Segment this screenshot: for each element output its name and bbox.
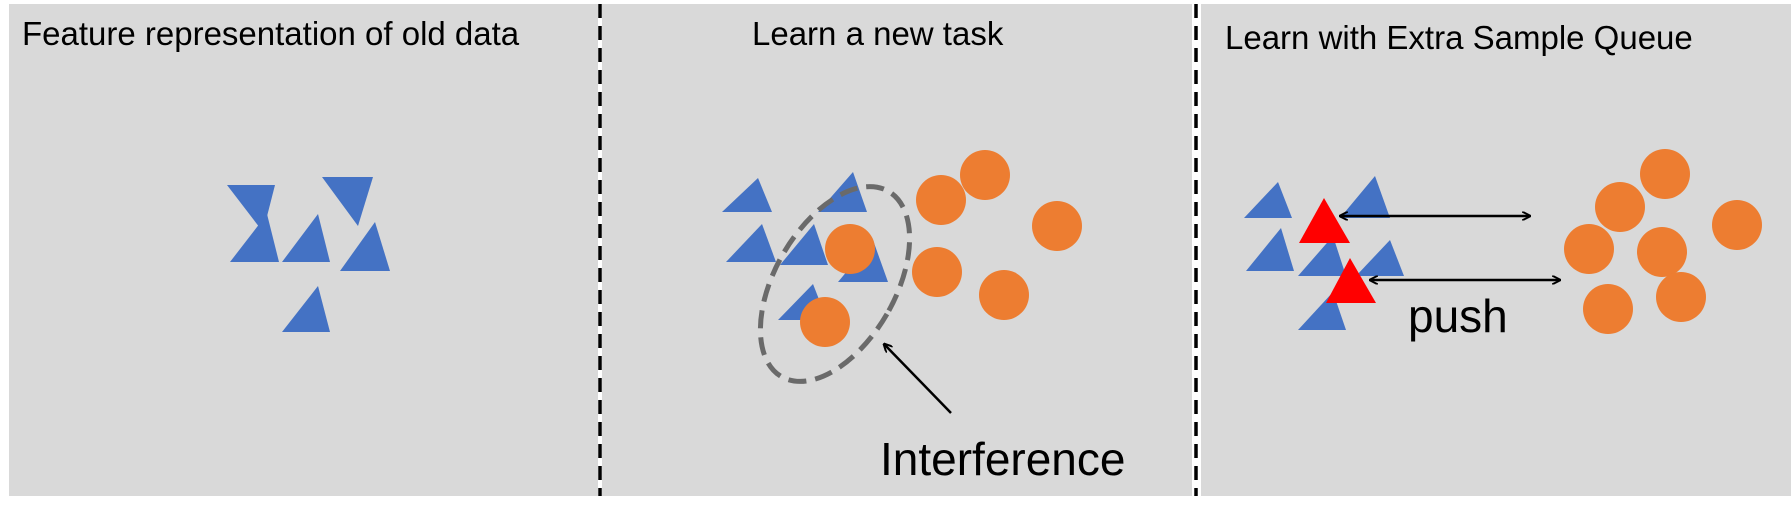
new-class-circle	[979, 270, 1029, 320]
old-class-triangle	[1356, 240, 1404, 276]
panel-1-title: Feature representation of old data	[22, 15, 520, 52]
old-class-triangle	[780, 224, 828, 265]
old-class-triangle	[282, 214, 330, 262]
panel-3-old-class-cluster	[1244, 176, 1404, 330]
old-class-triangle	[282, 286, 330, 332]
new-class-circle	[1640, 149, 1690, 199]
queue-sample-triangle	[1326, 258, 1376, 303]
new-class-circle	[912, 247, 962, 297]
old-class-triangle	[322, 177, 373, 226]
old-class-triangle	[1244, 182, 1292, 218]
new-class-circle	[825, 224, 875, 274]
new-class-circle	[1032, 201, 1082, 251]
new-class-circle	[1656, 272, 1706, 322]
interference-arrow	[884, 344, 952, 414]
old-class-triangle	[1340, 176, 1390, 218]
panel-2-background	[602, 4, 1192, 496]
old-class-triangle	[1246, 228, 1294, 271]
old-class-triangle	[340, 222, 390, 271]
queue-sample-triangle	[1299, 198, 1350, 243]
old-class-triangle	[726, 224, 776, 262]
panel-3-queue-samples	[1299, 198, 1376, 303]
new-class-circle	[1637, 227, 1687, 277]
panel-2-title: Learn a new task	[752, 15, 1004, 52]
panel-3-title: Learn with Extra Sample Queue	[1225, 19, 1693, 56]
push-label: push	[1408, 290, 1508, 342]
old-class-triangle	[1298, 236, 1346, 276]
new-class-circle	[1595, 182, 1645, 232]
new-class-circle	[1583, 284, 1633, 334]
panel-3-background	[1201, 4, 1791, 496]
panel-2-new-class-cluster	[800, 150, 1082, 347]
interference-label: Interference	[880, 433, 1125, 485]
old-class-triangle	[722, 178, 772, 212]
panel-1-old-class-cluster	[227, 177, 390, 332]
old-class-triangle	[230, 214, 279, 262]
new-class-circle	[1712, 200, 1762, 250]
new-class-circle	[960, 150, 1010, 200]
new-class-circle	[800, 297, 850, 347]
interference-ellipse	[757, 184, 913, 384]
new-class-circle	[1564, 224, 1614, 274]
panel-3-new-class-cluster	[1564, 149, 1762, 334]
new-class-circle	[916, 175, 966, 225]
